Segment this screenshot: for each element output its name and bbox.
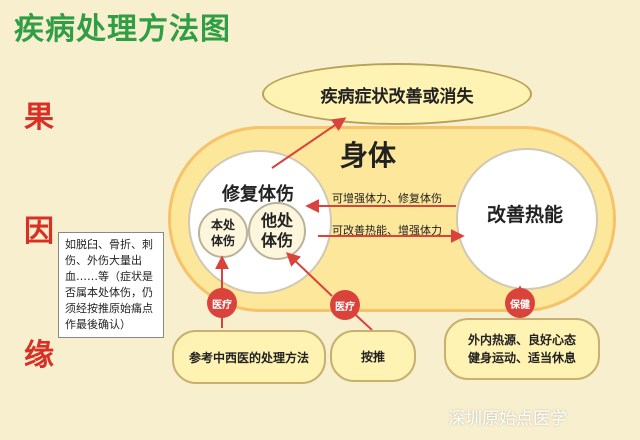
repair-injury-title: 修复体伤 [222, 184, 294, 205]
other-injury-circle: 他处 体伤 [248, 202, 306, 260]
cause-massage: 按推 [330, 330, 416, 382]
diagram-title: 疾病处理方法图 [14, 12, 231, 47]
arrow-label-bottom: 可改善热能、增强体力 [332, 224, 442, 237]
badge-medical-1: 医疗 [207, 288, 237, 318]
local-injury-label: 本处 体伤 [210, 218, 235, 248]
effect-oval: 疾病症状改善或消失 [262, 63, 532, 125]
badge-care: 保健 [505, 288, 535, 318]
cause-care-label: 外内热源、良好心态 健身运动、适当休息 [467, 333, 576, 365]
other-injury-label: 他处 体伤 [260, 211, 293, 250]
side-label-result: 果 [24, 100, 54, 135]
arrow-medical2-to-other [285, 252, 333, 297]
badge-medical-2: 医疗 [330, 290, 360, 320]
side-label-condition: 缘 [24, 338, 54, 373]
watermark: 深圳原始点医学 [448, 409, 567, 429]
improve-heat-circle [456, 148, 598, 290]
improve-heat-title: 改善热能 [486, 204, 563, 226]
arrow-label-top: 可增强体力、修复体伤 [332, 192, 442, 205]
body-title: 身体 [340, 139, 397, 172]
cause-tcm: 参考中西医的处理方法 [172, 330, 326, 384]
cause-care: 外内热源、良好心态 健身运动、适当休息 [444, 318, 600, 380]
local-injury-circle: 本处 体伤 [198, 208, 248, 258]
arrow-body-to-effect [271, 117, 347, 169]
side-label-cause: 因 [24, 214, 54, 249]
injury-note: 如脱臼、骨折、刺伤、外伤大量出血……等（症状是否属本处体伤，仍须经按推原始痛点作… [58, 232, 164, 338]
